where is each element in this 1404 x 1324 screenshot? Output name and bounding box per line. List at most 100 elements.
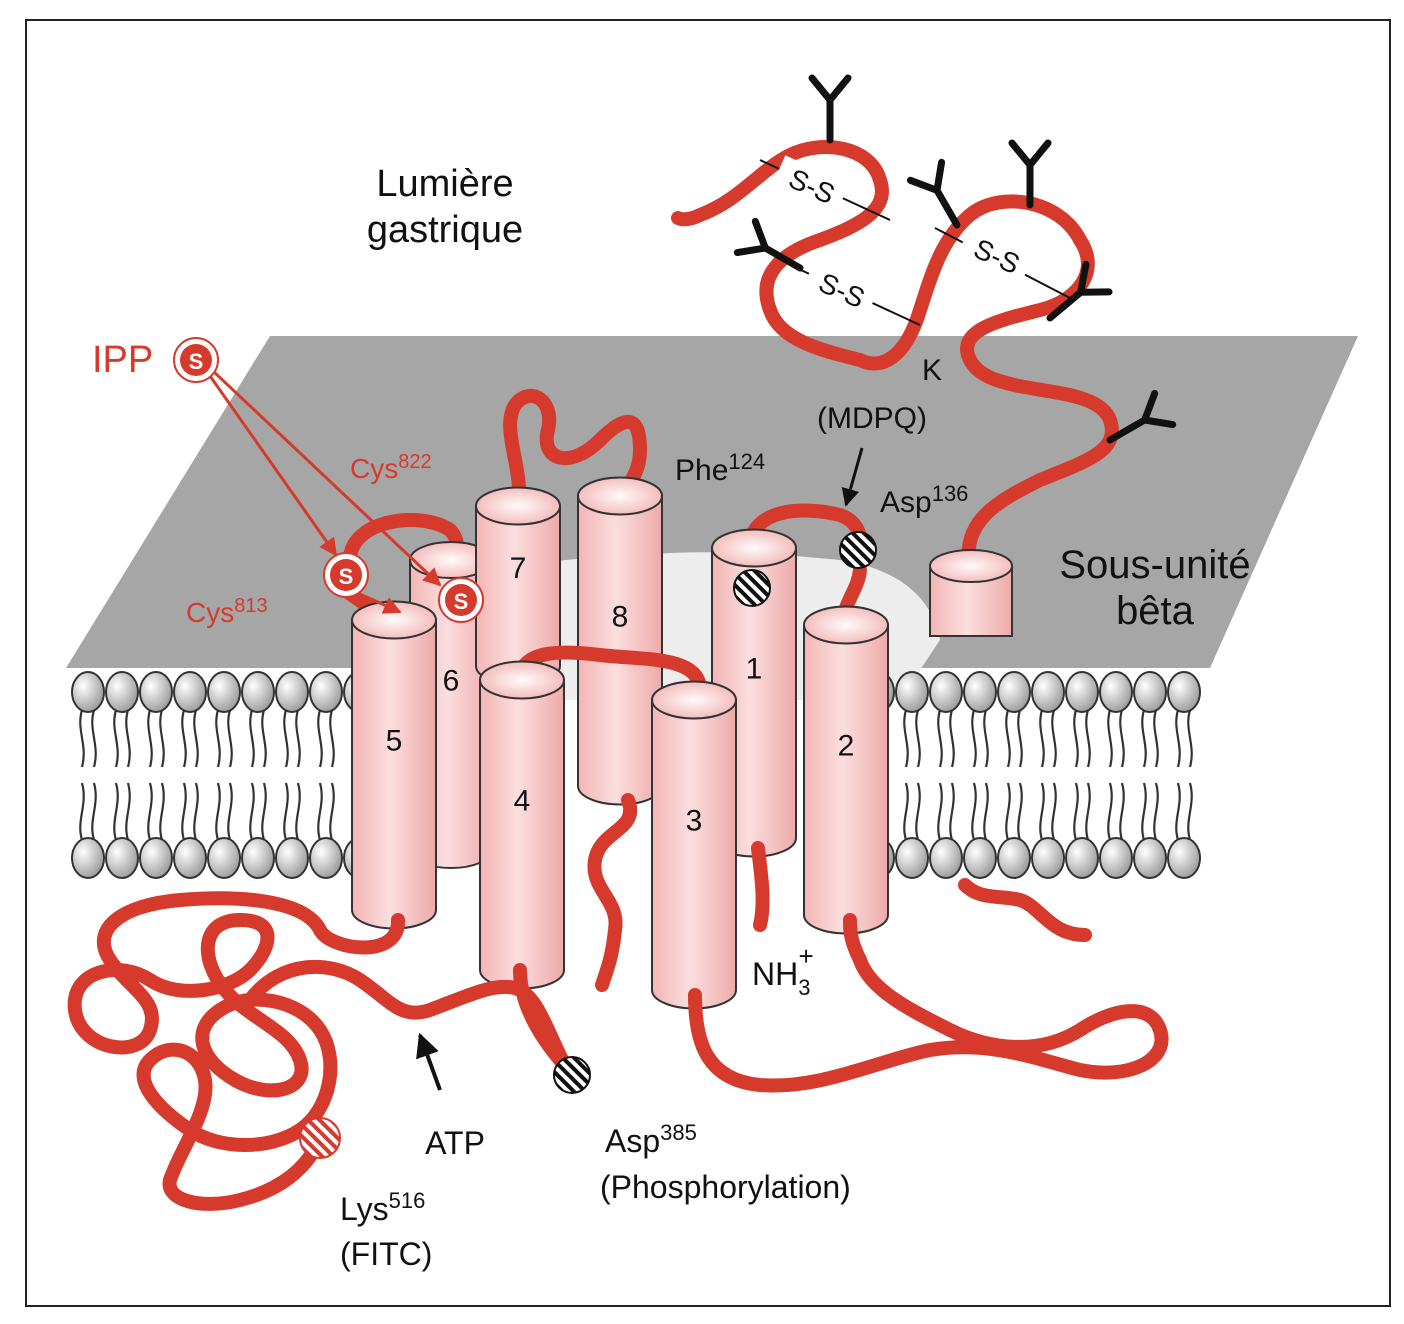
membrane-plane [66,336,1358,668]
right-lipid-head [1099,671,1133,713]
k-label: K [922,354,942,387]
helix-3: 3 [651,680,737,1010]
helix-4-label: 4 [514,785,531,818]
beta-label-line1: Sous-unité [1059,543,1250,587]
beta-subunit-helix [929,549,1013,637]
cys813-arrow [361,593,402,614]
left-lipid-tail [147,709,165,768]
right-lipid-tail [1141,782,1159,841]
right-lipid-head [1031,837,1065,879]
glycan-group [733,74,1177,444]
left-lipid-head [71,671,105,713]
beta-cyto-tail [958,878,1092,942]
left-lipid-head [173,837,207,879]
fitc-label: (FITC) [340,1236,432,1272]
svg-text:S: S [454,589,469,614]
phe124-marker [733,569,771,607]
left-lipid-head [105,837,139,879]
helix-2: 2 [803,605,889,935]
right-lipid-tail [1107,709,1125,768]
glycan-icon [1046,260,1113,322]
left-lipid-tail [147,782,165,841]
right-lipid-tail [971,782,989,841]
right-lipid-tail [903,709,921,768]
lys516-label: Lys516 [340,1188,425,1227]
right-lipid-tail [937,709,955,768]
glycan-icon [906,158,961,229]
left-lipid-head [139,671,173,713]
lumen-label-line1: Lumière [376,163,513,205]
svg-text:S: S [189,349,204,374]
left-lipid-tail [215,782,233,841]
left-lipid-tail [181,782,199,841]
right-lipid-head [1065,837,1099,879]
lumen-label-line2: gastrique [367,209,523,251]
helix-1-label: 1 [746,653,763,686]
right-lipid-tail [903,782,921,841]
glycan-icon [733,217,804,272]
right-lipid-head [1099,837,1133,879]
right-lipid-head [997,837,1031,879]
helix-7-label: 7 [510,552,527,585]
glycan-icon [1106,389,1177,444]
right-lipid-tail [1141,709,1159,768]
cys822-label: Cys822 [350,451,432,484]
loop-7-8 [503,388,648,517]
right-lipid-tail [1175,782,1193,841]
cys822-s-badge: S [438,577,484,623]
right-lipid-head [895,671,929,713]
left-lipid-tail [249,709,267,768]
right-lipid-head [1167,671,1201,713]
left-lipid-tail [283,709,301,768]
beta-subunit-chain [671,140,1119,577]
left-lipid-head [309,837,343,879]
left-lipid-tail [283,782,301,841]
phosphorylation-label: (Phosphorylation) [600,1169,851,1205]
left-lipid-tail [113,782,131,841]
right-lipid-head [1065,671,1099,713]
right-lipid-tail [1005,782,1023,841]
right-lipid-tail [1073,709,1091,768]
right-lipid-tail [1175,709,1193,768]
helix-2-label: 2 [838,730,855,763]
right-lipid-head [1167,837,1201,879]
lipid-bilayer-right [861,671,1201,879]
right-lipid-head [929,671,963,713]
right-lipid-tail [1039,709,1057,768]
left-lipid-head [207,671,241,713]
left-lipid-head [105,671,139,713]
cytoplasmic-domain-chain [67,891,405,1211]
chain-helix4-bottom [513,963,567,1067]
right-lipid-tail [937,782,955,841]
left-lipid-tail [317,782,335,841]
nh3-label: NH3+ [752,941,814,1000]
beta-label-line2: bêta [1116,589,1195,633]
helix-group-front: 5 4 3 2 [351,600,889,1010]
chain-to-asp385 [243,959,577,1082]
chain-nterm [751,841,770,932]
helix-5-label: 5 [386,725,403,758]
left-lipid-head [207,837,241,879]
glycan-icon [1008,139,1052,209]
helix-8: 8 [577,476,663,806]
right-lipid-tail [1039,782,1057,841]
asp385-marker [553,1056,591,1094]
helix-4: 4 [479,660,565,990]
helix-8-label: 8 [612,601,629,634]
cys813-label: Cys813 [186,595,268,628]
right-lipid-head [963,671,997,713]
asp136-marker [839,531,877,569]
right-lipid-head [1031,671,1065,713]
right-lipid-head [895,837,929,879]
helix-6-label: 6 [443,665,460,698]
left-lipid-tail [181,709,199,768]
left-lipid-head [275,671,309,713]
svg-text:S: S [339,564,354,589]
ipp-arrow-cys822 [212,370,442,587]
helix-3-label: 3 [686,805,703,838]
chain-between-helices [587,793,638,992]
ipp-label: IPP [92,339,153,381]
right-lipid-tail [971,709,989,768]
